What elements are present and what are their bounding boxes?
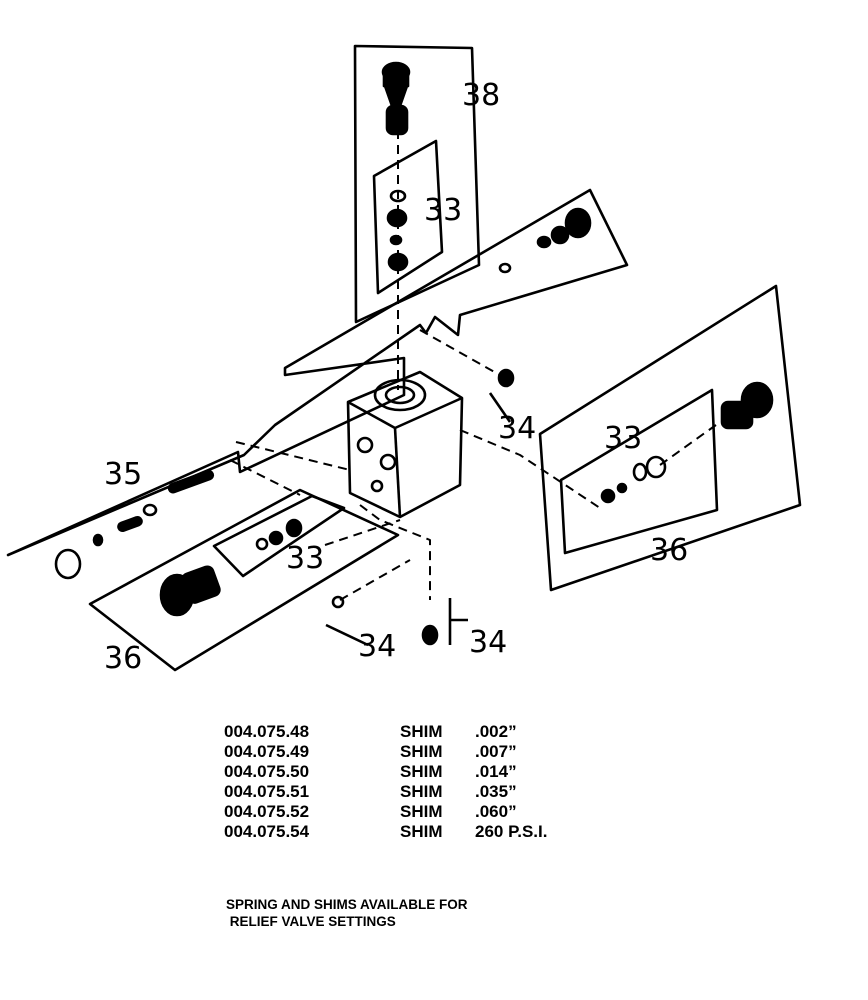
part-size: .002” — [475, 722, 517, 741]
callout-33-top: 33 — [424, 193, 462, 228]
plug-34-bottom-left — [325, 595, 369, 647]
table-row: 004.075.54 SHIM 260 P.S.I. — [224, 822, 547, 842]
plug-34-bottom-right — [421, 598, 468, 646]
frame-33-left — [212, 494, 346, 578]
part-description: SHIM — [400, 762, 443, 781]
callout-33-left: 33 — [286, 541, 324, 576]
relief-cartridge-38 — [381, 61, 411, 136]
frame-35 — [6, 188, 629, 557]
part-number: 004.075.52 — [224, 802, 310, 821]
part-number: 004.075.48 — [224, 722, 310, 741]
note-line-1: SPRING AND SHIMS AVAILABLE FOR — [226, 897, 468, 912]
shim-stack-33-top — [386, 189, 409, 272]
exploded-parts-diagram: 38 33 33 33 35 36 36 34 34 34 — [6, 44, 802, 676]
callout-36-right: 36 — [650, 533, 688, 568]
frame-36-right — [538, 284, 802, 592]
part-description: SHIM — [400, 822, 443, 841]
part-description: SHIM — [400, 782, 443, 801]
part-number: 004.075.49 — [224, 742, 310, 761]
plug-fitting-36-right — [600, 381, 774, 504]
part-size: .014” — [475, 762, 517, 781]
part-number: 004.075.54 — [224, 822, 310, 841]
table-row: 004.075.51 SHIM .035” — [224, 782, 547, 802]
frame-38 — [353, 44, 481, 324]
part-description: SHIM — [400, 722, 443, 741]
availability-note: SPRING AND SHIMS AVAILABLE FOR RELIEF VA… — [226, 896, 468, 930]
callout-35: 35 — [104, 457, 142, 492]
table-row: 004.075.49 SHIM .007” — [224, 742, 547, 762]
plug-fitting-36-left — [159, 518, 303, 617]
plug-34-right — [488, 368, 515, 423]
note-line-2: RELIEF VALVE SETTINGS — [226, 914, 396, 929]
part-number: 004.075.51 — [224, 782, 310, 801]
assembly-lines — [229, 130, 717, 601]
callout-34-bottom-right: 34 — [469, 625, 507, 660]
part-size: .007” — [475, 742, 517, 761]
callout-33-right: 33 — [604, 421, 642, 456]
table-row: 004.075.52 SHIM .060” — [224, 802, 547, 822]
part-size: 260 P.S.I. — [475, 822, 548, 841]
shim-parts-table: 004.075.48 SHIM .002” 004.075.49 SHIM .0… — [224, 722, 547, 842]
frame-36-left — [88, 488, 400, 672]
table-row: 004.075.50 SHIM .014” — [224, 762, 547, 782]
frame-33-right — [559, 388, 719, 555]
callout-34-right: 34 — [498, 411, 536, 446]
valve-parts-35-upper — [498, 207, 592, 274]
part-size: .035” — [475, 782, 517, 801]
valve-parts-35-lower — [54, 469, 215, 580]
part-description: SHIM — [400, 742, 443, 761]
valve-body-block — [346, 370, 464, 519]
callout-36-left: 36 — [104, 641, 142, 676]
table-row: 004.075.48 SHIM .002” — [224, 722, 547, 742]
part-description: SHIM — [400, 802, 443, 821]
callout-38: 38 — [462, 78, 500, 113]
frame-33-top — [372, 139, 444, 295]
callout-34-bottom-left: 34 — [358, 629, 396, 664]
part-size: .060” — [475, 802, 517, 821]
part-number: 004.075.50 — [224, 762, 310, 781]
